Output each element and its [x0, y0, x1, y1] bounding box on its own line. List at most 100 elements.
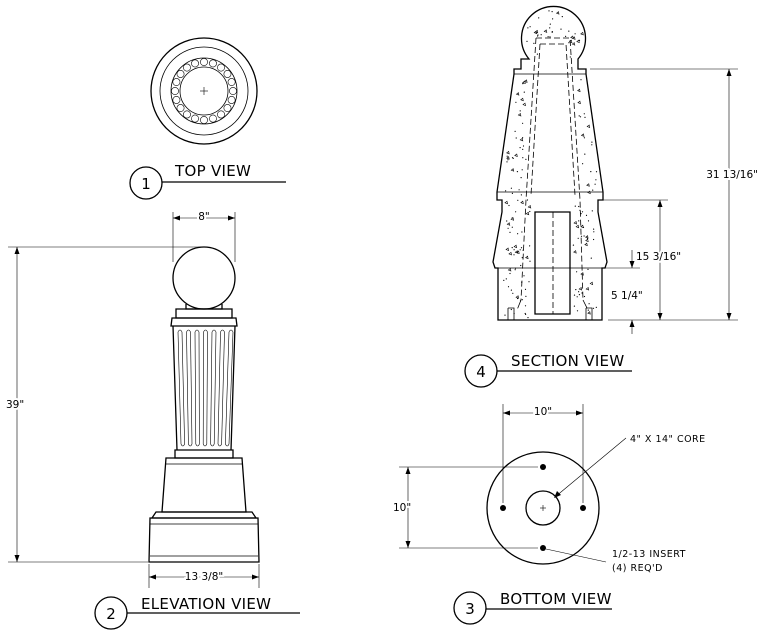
elevation-view-label: 2 ELEVATION VIEW	[94, 595, 300, 630]
bottom-view	[486, 451, 600, 565]
total-height-dimension: 39"	[6, 399, 24, 411]
aggregate-stone	[523, 79, 528, 83]
flute-groove	[177, 329, 185, 447]
insert-hole-right	[580, 505, 586, 511]
aggregate-dot	[584, 153, 586, 155]
flute-scallop	[172, 78, 181, 86]
aggregate-dot	[522, 82, 524, 84]
aggregate-dot	[522, 148, 524, 150]
aggregate-stone	[524, 255, 529, 260]
aggregate-stone	[585, 286, 590, 291]
aggregate-stone	[505, 247, 510, 251]
aggregate-dot	[523, 275, 525, 277]
aggregate-dot	[525, 295, 527, 297]
aggregate-dot	[520, 177, 522, 179]
flute-groove	[210, 329, 217, 447]
aggregate-dot	[573, 294, 576, 296]
aggregate-dot	[511, 247, 513, 249]
section-view-title: SECTION VIEW	[511, 352, 624, 370]
aggregate-dot	[522, 157, 524, 159]
flute-scallop	[209, 59, 217, 68]
section-concrete-hatch	[503, 10, 598, 319]
bottom-dimensions: 10" 10" 4" X 14" CORE 1/2-13 INSERT (4) …	[391, 404, 706, 574]
aggregate-dot	[587, 268, 589, 270]
aggregate-dot	[540, 34, 542, 36]
flute-scallop	[223, 104, 232, 112]
aggregate-dot	[528, 281, 530, 283]
aggregate-stone	[580, 133, 585, 137]
base-width-dimension: 13 3/8"	[185, 571, 223, 583]
aggregate-dot	[507, 227, 509, 229]
aggregate-dot	[514, 130, 516, 132]
aggregate-dot	[524, 288, 527, 290]
bottom-view-title: BOTTOM VIEW	[500, 590, 612, 608]
flute-groove	[202, 329, 208, 447]
aggregate-dot	[568, 42, 570, 44]
aggregate-stone	[527, 204, 532, 209]
section-view-label: 4 SECTION VIEW	[464, 352, 632, 388]
aggregate-stone	[571, 42, 576, 46]
aggregate-dot	[526, 199, 529, 201]
aggregate-dot	[520, 194, 523, 196]
aggregate-dot	[578, 220, 580, 222]
aggregate-dot	[551, 31, 553, 33]
aggregate-dot	[521, 281, 523, 283]
aggregate-stone	[543, 29, 548, 33]
aggregate-dot	[549, 23, 551, 25]
aggregate-dot	[509, 231, 511, 233]
aggregate-stone	[555, 11, 560, 15]
aggregate-dot	[513, 254, 515, 256]
aggregate-dot	[522, 122, 524, 124]
aggregate-dot	[590, 257, 592, 259]
aggregate-dot	[583, 295, 586, 298]
aggregate-dot	[509, 272, 511, 275]
aggregate-stone	[576, 39, 580, 44]
elevation-view-number: 2	[106, 605, 116, 623]
aggregate-dot	[595, 179, 597, 181]
flute-groove	[186, 329, 193, 447]
aggregate-dot	[578, 291, 580, 293]
flute-groove	[225, 329, 234, 447]
aggregate-dot	[525, 158, 527, 160]
aggregate-dot	[519, 110, 521, 112]
aggregate-dot	[580, 79, 582, 81]
aggregate-dot	[581, 211, 584, 213]
aggregate-dot	[587, 220, 590, 222]
aggregate-dot	[591, 210, 593, 212]
elevation-shaft-flutes	[177, 329, 234, 447]
core-note: 4" X 14" CORE	[630, 434, 706, 445]
aggregate-stone	[580, 224, 584, 229]
aggregate-stone	[520, 97, 524, 102]
aggregate-dot	[574, 205, 576, 207]
aggregate-dot	[592, 307, 595, 309]
aggregate-stone	[586, 183, 590, 187]
aggregate-stone	[504, 200, 508, 205]
aggregate-dot	[506, 155, 508, 157]
aggregate-stone	[517, 112, 522, 117]
aggregate-dot	[507, 159, 509, 161]
flute-scallop	[191, 59, 199, 68]
aggregate-stone	[508, 251, 512, 256]
aggregate-dot	[547, 36, 549, 38]
aggregate-stone	[506, 156, 510, 160]
aggregate-dot	[506, 220, 508, 222]
section-view-number: 4	[476, 363, 486, 381]
aggregate-dot	[576, 310, 579, 312]
flute-scallop	[200, 116, 208, 124]
aggregate-dot	[510, 308, 512, 311]
aggregate-dot	[527, 317, 529, 319]
aggregate-dot	[576, 271, 578, 273]
section-view	[492, 5, 608, 321]
aggregate-dot	[588, 303, 590, 305]
aggregate-stone	[507, 267, 512, 272]
insert-note-line1: 1/2-13 INSERT	[612, 549, 686, 560]
aggregate-dot	[574, 33, 576, 35]
aggregate-dot	[527, 27, 529, 29]
aggregate-stone	[576, 88, 581, 93]
aggregate-dot	[569, 56, 571, 58]
aggregate-dot	[526, 40, 528, 43]
aggregate-dot	[578, 294, 581, 296]
aggregate-dot	[513, 312, 515, 315]
aggregate-dot	[520, 264, 522, 267]
insert-note-line2: (4) REQ'D	[612, 563, 663, 574]
